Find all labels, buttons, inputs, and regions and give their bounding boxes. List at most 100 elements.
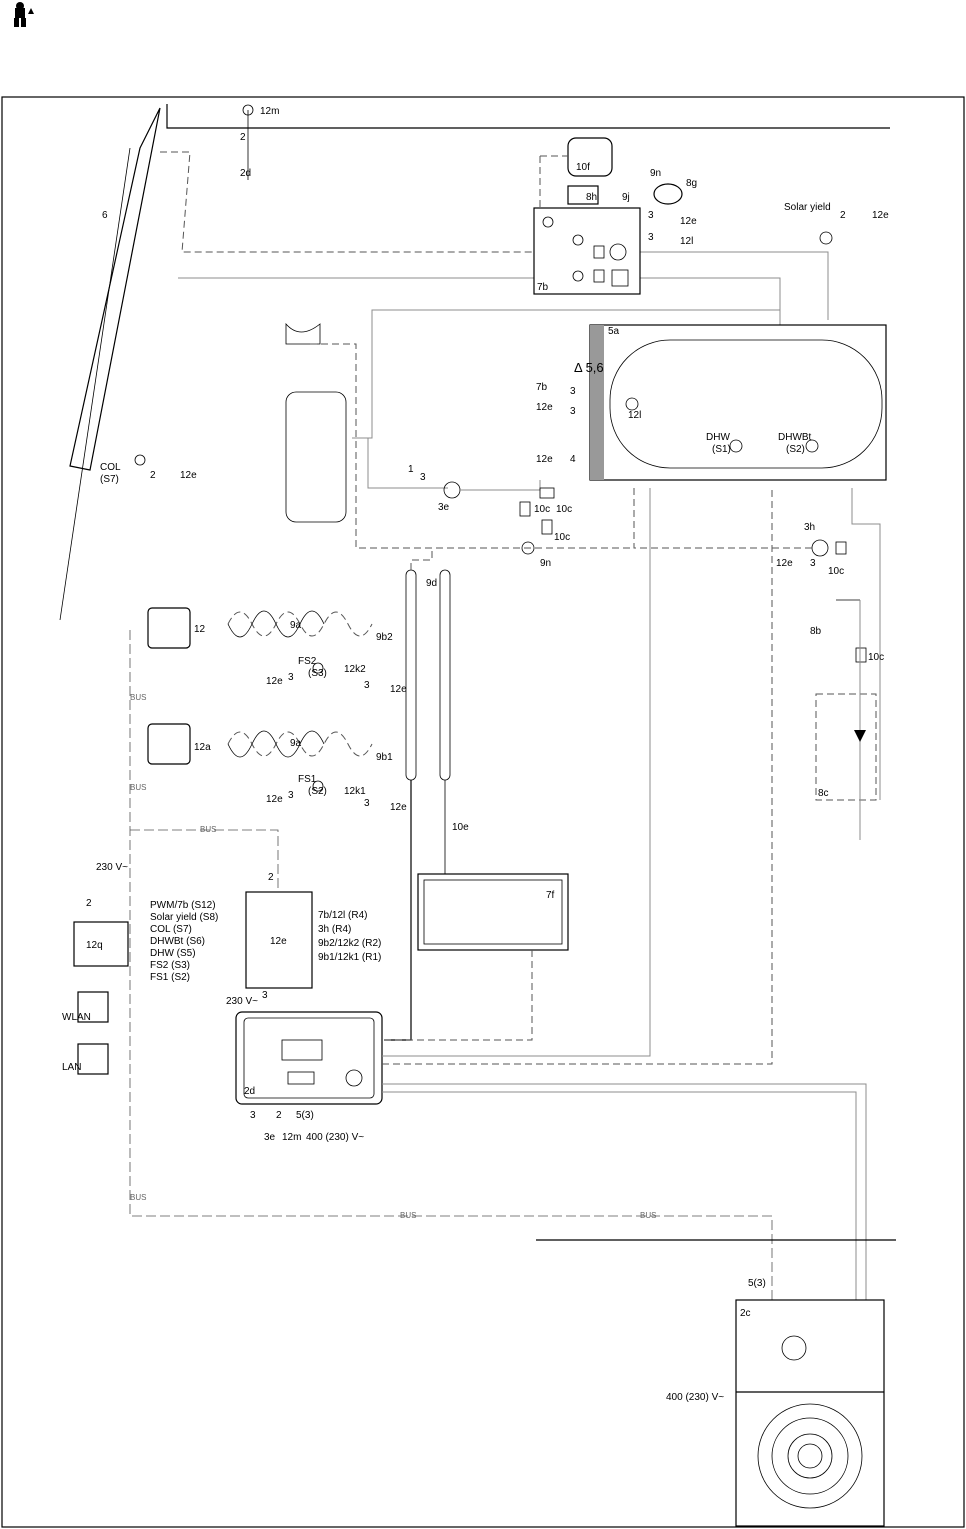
pump-3h: 3h 12e 3: [776, 522, 829, 569]
svg-text:12q: 12q: [86, 940, 103, 951]
svg-text:4: 4: [570, 454, 576, 465]
svg-text:(S2): (S2): [308, 786, 327, 797]
svg-text:12e: 12e: [536, 454, 553, 465]
svg-text:12e: 12e: [536, 402, 553, 413]
valve-9n: [521, 541, 535, 555]
svg-text:9n: 9n: [540, 558, 551, 569]
fs1-sensor: FS1 (S2) 12e 3: [266, 774, 327, 805]
svg-text:3e: 3e: [438, 502, 450, 513]
svg-text:COL: COL: [100, 462, 121, 473]
svg-text:12e: 12e: [390, 802, 407, 813]
svg-text:FS2: FS2: [298, 656, 317, 667]
svg-text:12m: 12m: [260, 106, 279, 117]
sink-icon: [285, 322, 321, 345]
dhwbt-sensor: DHWBt (S2): [778, 432, 819, 455]
svg-text:12e: 12e: [266, 676, 283, 687]
svg-text:BUS: BUS: [200, 825, 216, 834]
indoor-wiring: 3 2 5(3) 3e 12m 400 (230) V~: [250, 1110, 364, 1143]
svg-text:3h (R4): 3h (R4): [318, 924, 351, 935]
sensor-12l: 12l 7b 3 12e 3 12e 4: [536, 382, 641, 465]
bus-line: [129, 630, 773, 1310]
outdoor-unit-2c: [735, 1299, 885, 1527]
diagram-frame: [1, 96, 965, 1528]
col-sensor: COL (S7) 2 12e: [100, 454, 197, 485]
svg-text:2: 2: [276, 1110, 282, 1121]
module-inputs: PWM/7b (S12) Solar yield (S8) COL (S7) D…: [150, 900, 218, 983]
svg-text:(S2): (S2): [786, 444, 805, 455]
svg-text:12e: 12e: [680, 216, 697, 227]
svg-text:PWM/7b (S12): PWM/7b (S12): [150, 900, 216, 911]
svg-text:8h: 8h: [586, 192, 597, 203]
svg-text:3: 3: [364, 680, 370, 691]
svg-text:3: 3: [288, 672, 294, 683]
svg-text:12e: 12e: [270, 936, 287, 947]
outdoor-sensor-12m: 12m 2 2d: [240, 104, 279, 180]
svg-text:10c: 10c: [868, 652, 884, 663]
svg-text:9a: 9a: [290, 738, 302, 749]
svg-text:9b2: 9b2: [376, 632, 393, 643]
svg-text:BUS: BUS: [130, 693, 146, 702]
svg-text:2: 2: [150, 470, 156, 481]
svg-text:10c: 10c: [554, 532, 570, 543]
svg-text:3: 3: [420, 472, 426, 483]
svg-text:10c: 10c: [534, 504, 550, 515]
svg-text:8b: 8b: [810, 626, 822, 637]
svg-text:9n: 9n: [650, 168, 661, 179]
svg-text:12m: 12m: [282, 1132, 301, 1143]
svg-text:12: 12: [194, 624, 206, 635]
fan-icon: [757, 1403, 863, 1509]
svg-text:12l: 12l: [680, 236, 693, 247]
svg-text:3: 3: [262, 990, 268, 1001]
svg-text:(S1): (S1): [712, 444, 731, 455]
fs2-sensor: FS2 (S3) 12e 3: [266, 656, 327, 687]
bath-icon: [285, 391, 347, 523]
svg-text:8c: 8c: [818, 788, 829, 799]
expansion-vessel-8g: [653, 183, 683, 205]
svg-text:FS1: FS1: [298, 774, 317, 785]
svg-text:DHW (S5): DHW (S5): [150, 948, 196, 959]
svg-text:9b2/12k2 (R2): 9b2/12k2 (R2): [318, 938, 381, 949]
dhw-tank: [589, 324, 887, 481]
backup-heater-7f: [417, 873, 569, 951]
svg-text:12a: 12a: [194, 742, 211, 753]
svg-text:2: 2: [86, 898, 92, 909]
svg-text:3: 3: [648, 232, 654, 243]
svg-text:400 (230) V~: 400 (230) V~: [306, 1132, 364, 1143]
svg-text:9a: 9a: [290, 620, 302, 631]
svg-text:Solar yield (S8): Solar yield (S8): [150, 912, 218, 923]
svg-text:3h: 3h: [804, 522, 815, 533]
svg-text:2c: 2c: [740, 1308, 751, 1319]
svg-text:2d: 2d: [244, 1086, 255, 1097]
svg-text:230 V~: 230 V~: [96, 862, 128, 873]
svg-text:LAN: LAN: [62, 1062, 81, 1073]
svg-text:DHWBt: DHWBt: [778, 432, 812, 443]
svg-text:2: 2: [840, 210, 846, 221]
svg-text:7f: 7f: [546, 890, 555, 901]
relay-12k1: 12k1 3 12e: [344, 786, 407, 813]
svg-text:1: 1: [408, 464, 414, 475]
svg-text:3e: 3e: [264, 1132, 276, 1143]
svg-text:WLAN: WLAN: [62, 1012, 91, 1023]
svg-text:2: 2: [240, 132, 246, 143]
svg-text:9j: 9j: [622, 192, 630, 203]
group-8c: [815, 693, 877, 801]
svg-text:3: 3: [648, 210, 654, 221]
svg-text:3: 3: [364, 798, 370, 809]
svg-text:5(3): 5(3): [748, 1278, 766, 1289]
solar-station: [533, 207, 641, 295]
indoor-unit-2d: [235, 1011, 383, 1105]
svg-text:(S7): (S7): [100, 474, 119, 485]
svg-text:9d: 9d: [426, 578, 437, 589]
svg-text:12e: 12e: [390, 684, 407, 695]
svg-text:12k2: 12k2: [344, 664, 366, 675]
svg-text:BUS: BUS: [640, 1211, 656, 1220]
svg-text:230 V~: 230 V~: [226, 996, 258, 1007]
room-controller-12: [147, 607, 191, 649]
solar-collector: [69, 107, 161, 471]
svg-text:3: 3: [810, 558, 816, 569]
svg-text:12l: 12l: [628, 410, 641, 421]
svg-text:12k1: 12k1: [344, 786, 366, 797]
svg-text:12e: 12e: [872, 210, 889, 221]
wlan-module: [77, 991, 109, 1023]
relay-12k2: 12k2 3 12e: [344, 664, 407, 695]
